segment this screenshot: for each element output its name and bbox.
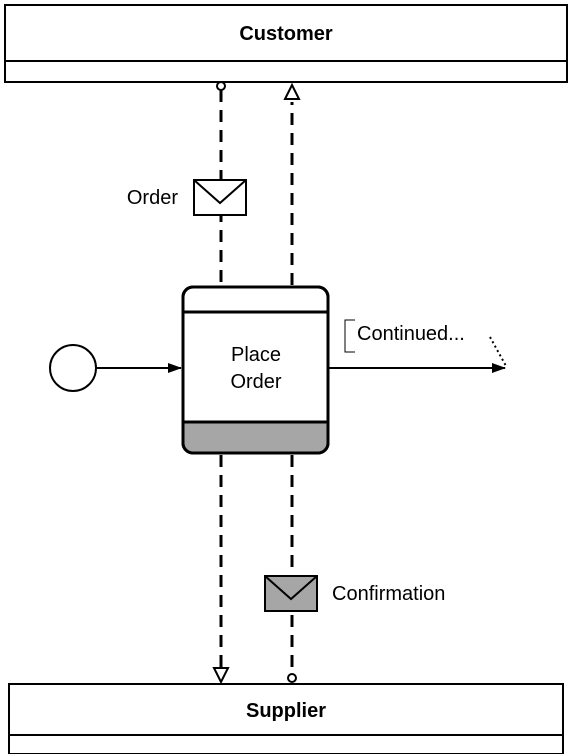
task-label-line2: Order [230, 371, 281, 393]
supplier-pool-label: Supplier [246, 700, 326, 722]
customer-pool-label: Customer [239, 23, 333, 45]
supplier-pool[interactable]: Supplier [8, 683, 564, 754]
task-label-line1: Place [231, 344, 281, 366]
annotation-text: Continued... [357, 323, 465, 345]
task-place-order[interactable]: Place Order [181, 285, 330, 455]
message-flow-confirmation[interactable] [287, 455, 297, 683]
message-flow-to-customer[interactable] [283, 82, 301, 285]
annotation-association [489, 336, 507, 367]
start-event[interactable] [49, 344, 97, 392]
continued-annotation: Continued... [344, 319, 507, 367]
task-bottom-band [184, 423, 327, 452]
customer-pool[interactable]: Customer [4, 4, 568, 83]
confirmation-message-envelope[interactable] [264, 575, 318, 612]
message-flow-order[interactable] [216, 81, 226, 285]
order-message-label: Order [127, 187, 178, 209]
order-message-envelope[interactable] [193, 179, 247, 216]
message-flow-to-supplier[interactable] [212, 455, 230, 685]
confirmation-message-label: Confirmation [332, 583, 445, 605]
